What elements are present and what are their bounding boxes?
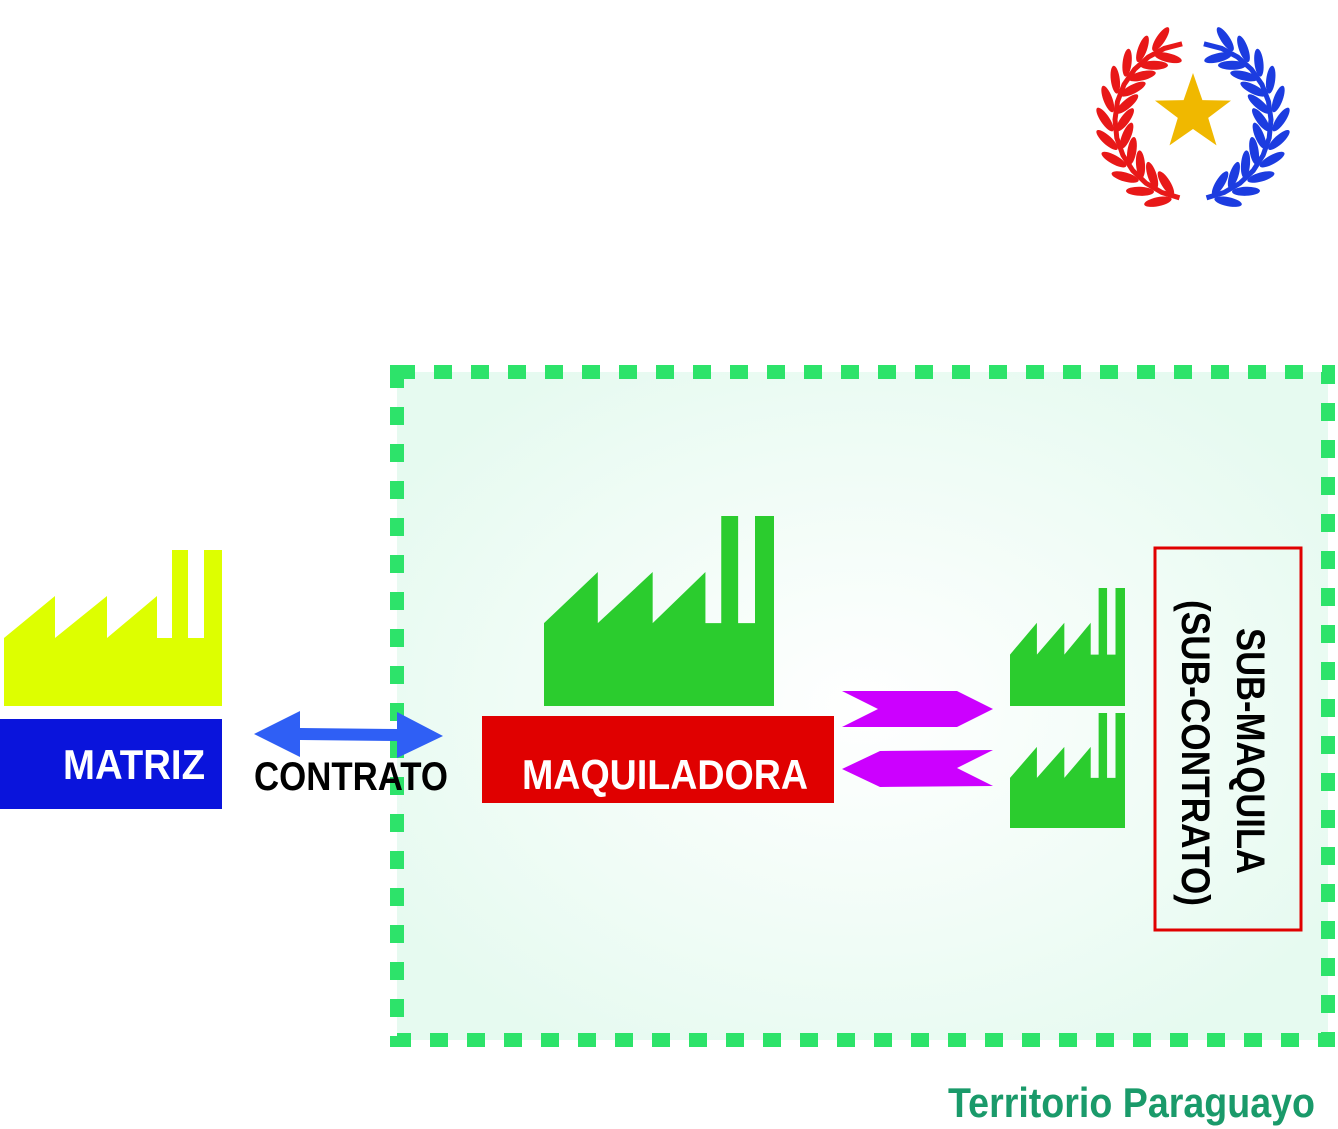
contrato-label: CONTRATO [254,755,448,799]
maquiladora-box [482,716,834,803]
arrow-right-icon [842,691,993,727]
sub-maquila-box [1153,546,1303,932]
maquiladora-label: MAQUILADORA [522,751,808,798]
territory-boundary [390,365,1335,1047]
sub-contrato-label: (SUB-CONTRATO) [1173,600,1217,906]
sub-maquila-label: SUB-MAQUILA [1228,628,1272,874]
matriz-box [0,719,222,809]
arrow-left-icon [842,750,993,787]
left-branch-icon [1096,27,1183,207]
matriz-factory-icon [4,550,222,706]
right-branch-icon [1203,27,1290,207]
contract-double-arrow-icon [254,711,443,758]
matriz-label: MATRIZ [63,741,205,788]
coat-of-arms-emblem [1096,27,1290,207]
territory-label: Territorio Paraguayo [948,1079,1315,1126]
star-icon [1155,73,1231,146]
